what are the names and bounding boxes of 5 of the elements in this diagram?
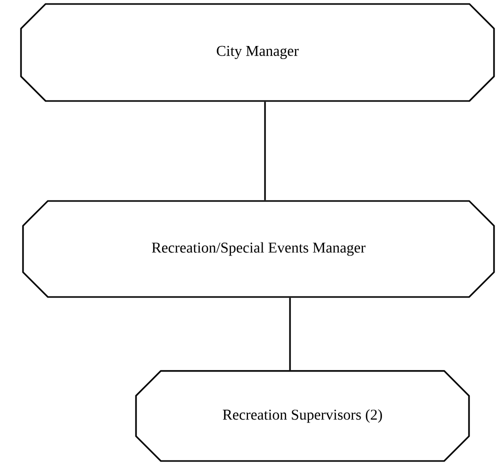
- connector-line: [264, 102, 266, 200]
- position-box: Recreation/Special Events Manager: [22, 200, 495, 298]
- position-box: Recreation Supervisors (2): [135, 370, 470, 462]
- position-box: City Manager: [20, 3, 495, 102]
- connector-line: [289, 298, 291, 370]
